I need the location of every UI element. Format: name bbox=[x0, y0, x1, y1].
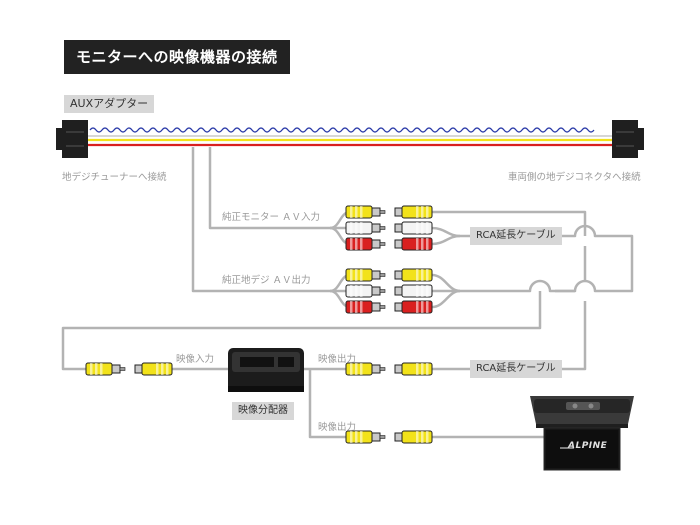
rca-red-plug bbox=[345, 300, 386, 314]
rca-red-plug bbox=[345, 237, 386, 251]
video-splitter-box bbox=[228, 348, 304, 392]
splitter-label: 映像分配器 bbox=[232, 402, 294, 420]
oem-monitor-av-in-label: 純正モニター ＡＶ入力 bbox=[222, 212, 321, 223]
rca-white-jack bbox=[394, 221, 433, 235]
gray-cables bbox=[61, 147, 634, 439]
aux-adapter-label: AUXアダプター bbox=[64, 95, 155, 113]
rca-yellow-plug bbox=[345, 205, 386, 219]
right-connector-shape bbox=[612, 120, 644, 158]
rca-white-plug bbox=[345, 284, 386, 298]
video-input-label: 映像入力 bbox=[176, 354, 215, 365]
blue-signal-wire bbox=[89, 127, 595, 133]
rca-white-plug bbox=[345, 221, 386, 235]
rca-extension-cable-label-2: RCA延長ケーブル bbox=[470, 360, 562, 378]
to-digital-tuner-label: 地デジチューナーへ接続 bbox=[62, 172, 167, 183]
page-title: モニターへの映像機器の接続 bbox=[64, 40, 290, 74]
rca-yellow-jack bbox=[394, 205, 433, 219]
video-output-label-1: 映像出力 bbox=[318, 354, 357, 365]
aux-adapter-cable bbox=[56, 120, 644, 158]
left-connector-shape bbox=[56, 120, 88, 158]
video-output-label-2: 映像出力 bbox=[318, 422, 357, 433]
rca-yellow-plug bbox=[345, 268, 386, 282]
splitter-output1-jack bbox=[394, 362, 433, 376]
splitter-input-jack bbox=[134, 362, 173, 376]
rca-red-jack bbox=[394, 300, 433, 314]
splitter-input-plug bbox=[85, 362, 126, 376]
alpine-flipdown-monitor bbox=[530, 396, 634, 471]
rca-white-jack bbox=[394, 284, 433, 298]
alpine-logo: ALPINE bbox=[568, 441, 608, 451]
rca-yellow-jack bbox=[394, 268, 433, 282]
splitter-output2-jack bbox=[394, 430, 433, 444]
oem-digital-av-out-plugs bbox=[345, 268, 433, 314]
rca-extension-cable-label-1: RCA延長ケーブル bbox=[470, 227, 562, 245]
oem-monitor-av-in-plugs bbox=[345, 205, 433, 251]
rca-red-jack bbox=[394, 237, 433, 251]
to-vehicle-connector-label: 車両側の地デジコネクタへ接続 bbox=[508, 172, 641, 183]
oem-digital-av-out-label: 純正地デジ ＡＶ出力 bbox=[222, 275, 311, 286]
